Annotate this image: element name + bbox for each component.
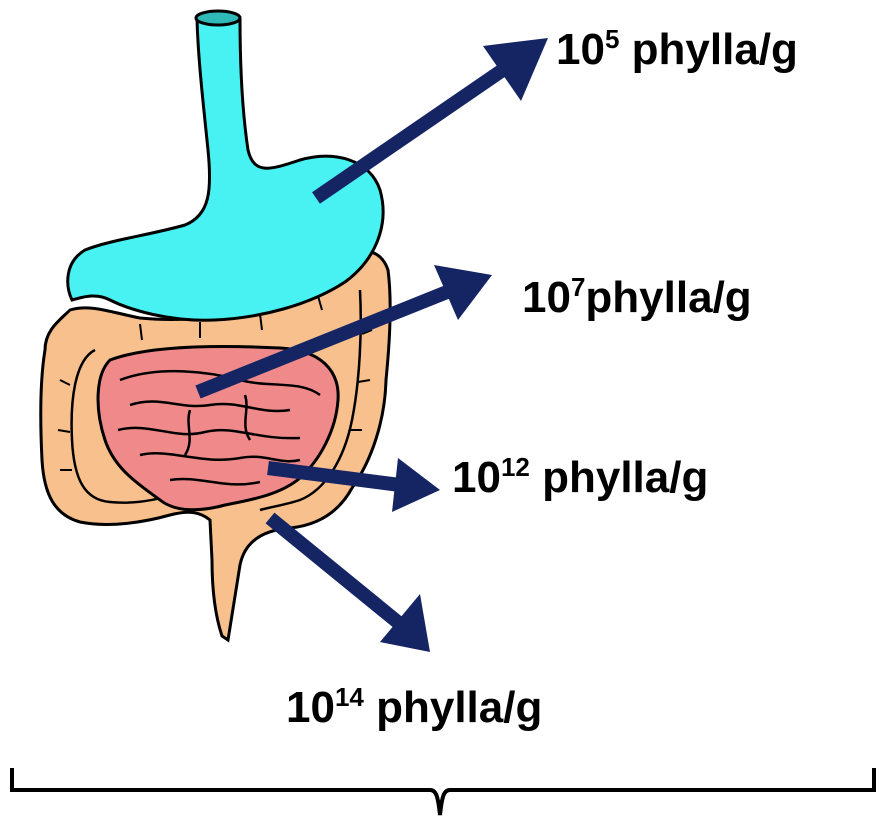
label-small-intestine-exponent: 7 [571, 272, 585, 302]
stomach-shape [68, 18, 383, 320]
esophagus-opening [196, 11, 240, 25]
label-ileum-base: 10 [452, 453, 501, 502]
label-stomach: 105 phylla/g [556, 28, 798, 72]
label-colon-exponent: 14 [335, 682, 364, 712]
curly-brace [12, 768, 874, 815]
label-colon-base: 10 [286, 683, 335, 732]
label-ileum-exponent: 12 [501, 452, 530, 482]
stomach [68, 11, 383, 320]
label-stomach-base: 10 [556, 25, 605, 74]
label-ileum: 1012 phylla/g [452, 456, 708, 500]
arrow-colon [270, 518, 430, 652]
label-small-intestine-unit: phylla/g [585, 273, 751, 322]
label-stomach-unit: phylla/g [619, 25, 797, 74]
label-small-intestine: 107phylla/g [522, 276, 752, 320]
arrow-stomach [316, 38, 548, 198]
label-colon: 1014 phylla/g [286, 686, 542, 730]
label-colon-unit: phylla/g [364, 683, 542, 732]
label-stomach-exponent: 5 [605, 24, 619, 54]
label-small-intestine-base: 10 [522, 273, 571, 322]
label-ileum-unit: phylla/g [530, 453, 708, 502]
